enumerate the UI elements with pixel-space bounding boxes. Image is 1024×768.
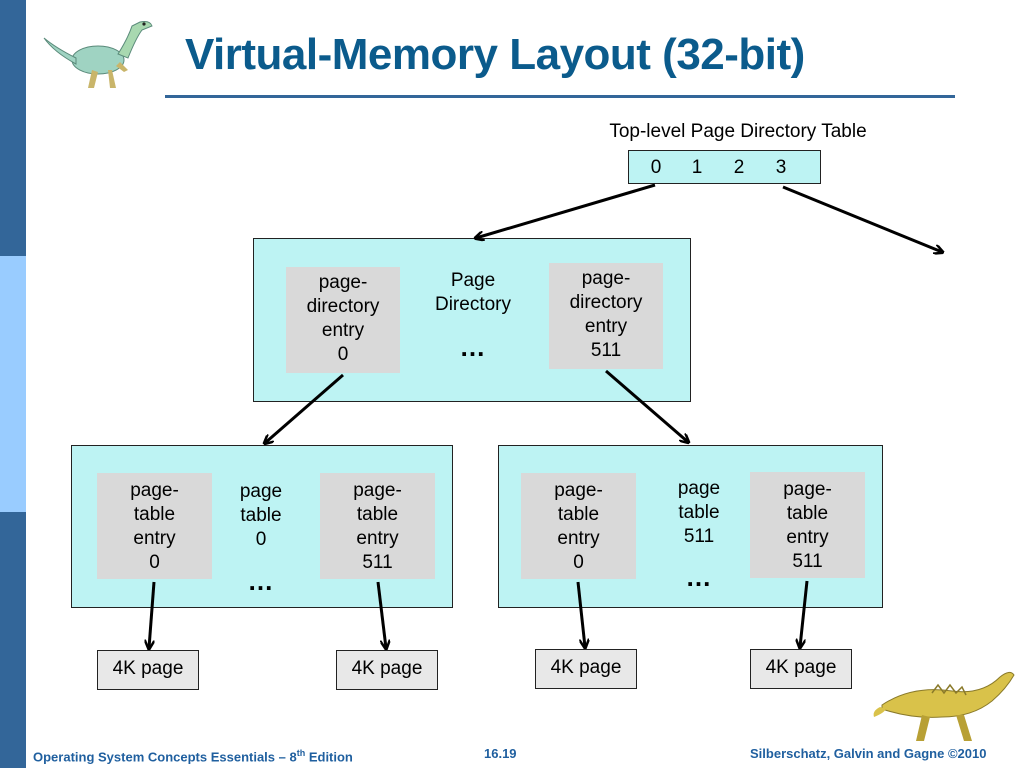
- entry-text: 0: [337, 344, 349, 365]
- arrow-pde0-to-page-table-0: [265, 373, 344, 443]
- top-table-entry: 0: [650, 157, 662, 178]
- footer-authors: Silberschatz, Galvin and Gagne ©2010: [750, 746, 987, 761]
- label-text: Directory: [434, 294, 511, 315]
- page-table-entry-511: page- table entry 511: [320, 473, 435, 579]
- entry-text: page-: [130, 480, 179, 501]
- entry-text: table: [133, 504, 176, 525]
- arrow-dir0-to-page-directory: [476, 183, 656, 238]
- entry-text: page-: [353, 480, 402, 501]
- page-table-511-label: page table 511: [660, 477, 738, 549]
- top-level-page-directory-table: 0 1 2 3: [628, 150, 821, 184]
- entry-text: table: [356, 504, 399, 525]
- top-table-entry: 2: [733, 157, 745, 178]
- page-directory-entry-511: page- directory entry 511: [549, 263, 663, 369]
- page-table-entry-511: page- table entry 511: [750, 472, 865, 578]
- entry-text: 0: [149, 552, 160, 573]
- slide-title: Virtual-Memory Layout (32-bit): [185, 30, 805, 79]
- entry-text: directory: [569, 292, 643, 313]
- page-directory-entry-0: page- directory entry 0: [286, 267, 400, 373]
- footer-text: Operating System Concepts Essentials – 8: [33, 749, 297, 765]
- ellipsis: …: [685, 562, 713, 592]
- page-table-0-label: page table 0: [222, 480, 300, 552]
- page-directory-label: Page Directory: [412, 269, 534, 317]
- sidebar-band-middle: [0, 256, 26, 512]
- dinosaur-logo-icon: [873, 671, 1015, 741]
- entry-text: 511: [792, 551, 823, 572]
- label-text: table: [240, 505, 282, 526]
- entry-text: table: [557, 504, 600, 525]
- label-text: 0: [255, 529, 267, 550]
- dinosaur-logo-icon: [43, 21, 153, 88]
- footer-superscript: th: [296, 748, 306, 758]
- label-text: page: [239, 481, 283, 502]
- arrow-pte-to-page: [376, 581, 386, 648]
- footer-text: Edition: [305, 749, 353, 765]
- entry-text: page-: [318, 272, 368, 293]
- arrow-dir3-offscreen: [782, 185, 942, 252]
- sidebar-band-top: [0, 0, 26, 256]
- entry-text: entry: [356, 528, 399, 549]
- footer-slide-number: 16.19: [484, 746, 517, 761]
- entry-text: entry: [584, 316, 628, 337]
- label-text: 511: [683, 526, 715, 547]
- entry-text: entry: [321, 320, 365, 341]
- entry-text: page-: [783, 479, 832, 500]
- title-underline: [165, 95, 955, 98]
- top-table-entry: 3: [775, 157, 787, 178]
- label-text: page: [677, 478, 721, 499]
- entry-text: 511: [362, 552, 393, 573]
- footer-book-title: Operating System Concepts Essentials – 8…: [33, 748, 353, 764]
- entry-text: entry: [557, 528, 600, 549]
- entry-text: page-: [581, 268, 631, 289]
- entry-text: directory: [306, 296, 380, 317]
- entry-text: 0: [573, 552, 584, 573]
- arrow-pte-to-page: [149, 581, 156, 648]
- 4k-page-box: 4K page: [336, 650, 438, 690]
- 4k-page-box: 4K page: [97, 650, 199, 690]
- arrow-pde511-to-page-table-511: [605, 369, 688, 442]
- entry-text: 511: [590, 340, 622, 361]
- arrow-pte-to-page: [576, 581, 585, 647]
- label-text: Page: [450, 270, 496, 291]
- 4k-page-box: 4K page: [750, 649, 852, 689]
- page-table-entry-0: page- table entry 0: [521, 473, 636, 579]
- page-table-entry-0: page- table entry 0: [97, 473, 212, 579]
- ellipsis: …: [247, 566, 275, 596]
- entry-text: entry: [786, 527, 829, 548]
- ellipsis: …: [459, 332, 487, 362]
- label-text: table: [678, 502, 720, 523]
- sidebar-band-bottom: [0, 512, 26, 768]
- entry-text: table: [786, 503, 829, 524]
- entry-text: entry: [133, 528, 176, 549]
- top-table-entry: 1: [691, 157, 703, 178]
- arrow-pte-to-page: [800, 580, 809, 647]
- entry-text: page-: [554, 480, 603, 501]
- top-level-table-label: Top-level Page Directory Table: [609, 121, 867, 142]
